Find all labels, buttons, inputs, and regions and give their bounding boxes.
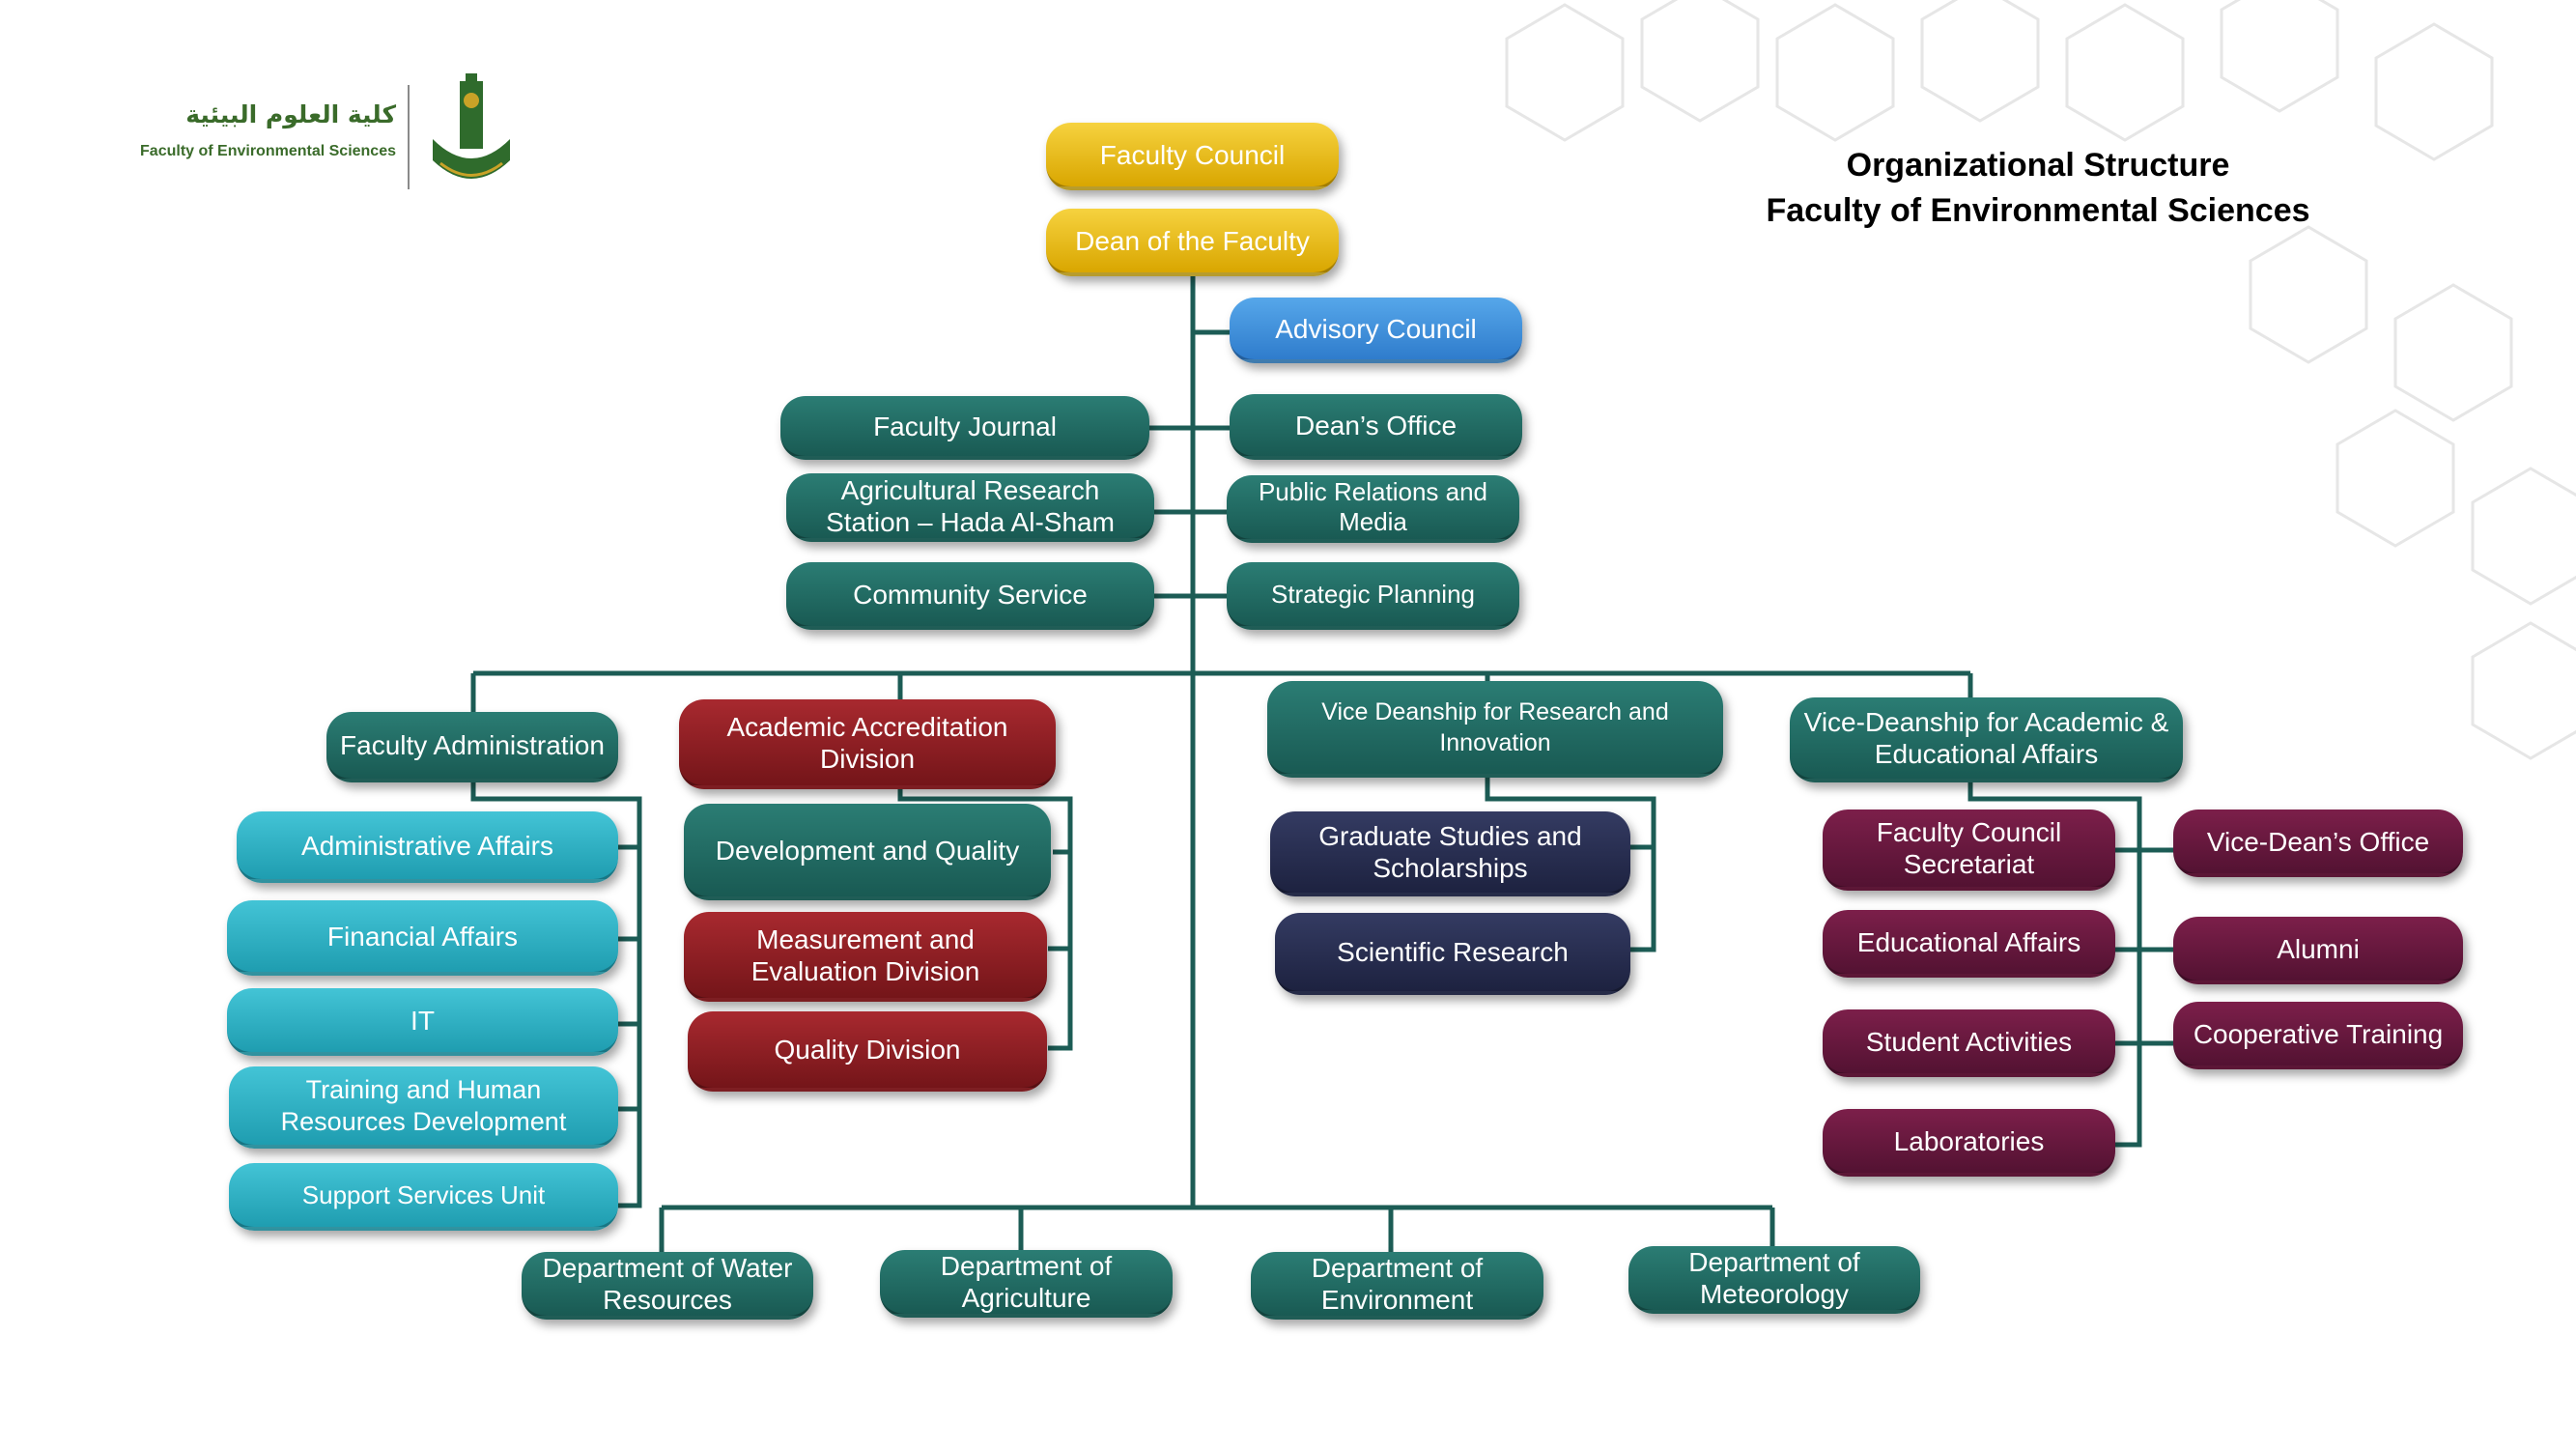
educational-affairs-box[interactable]: Educational Affairs	[1823, 910, 2115, 978]
dean-box[interactable]: Dean of the Faculty	[1046, 209, 1339, 276]
vice-deanship-academic-box[interactable]: Vice-Deanship for Academic & Educational…	[1790, 697, 2183, 782]
financial-affairs-box[interactable]: Financial Affairs	[227, 900, 618, 976]
faculty-council-box[interactable]: Faculty Council	[1046, 123, 1339, 190]
alumni-box[interactable]: Alumni	[2173, 917, 2463, 984]
dept-meteorology-box[interactable]: Department of Meteorology	[1628, 1246, 1920, 1314]
quality-division-box[interactable]: Quality Division	[688, 1011, 1047, 1092]
advisory-council-box[interactable]: Advisory Council	[1230, 298, 1522, 363]
connector-lines	[470, 275, 2173, 1254]
dept-agriculture-box[interactable]: Department of Agriculture	[880, 1250, 1173, 1318]
training-hr-box[interactable]: Training and Human Resources Development	[229, 1066, 618, 1149]
faculty-administration-box[interactable]: Faculty Administration	[326, 712, 618, 782]
page-title: Organizational Structure Faculty of Envi…	[1700, 143, 2376, 234]
it-box[interactable]: IT	[227, 988, 618, 1056]
background-hexagon-pattern	[1505, 0, 2576, 760]
title-line-2: Faculty of Environmental Sciences	[1766, 192, 2310, 229]
support-services-box[interactable]: Support Services Unit	[229, 1163, 618, 1231]
development-quality-box[interactable]: Development and Quality	[684, 804, 1051, 900]
logo-divider	[408, 85, 410, 189]
title-line-1: Organizational Structure	[1846, 147, 2230, 184]
student-activities-box[interactable]: Student Activities	[1823, 1009, 2115, 1077]
council-secretariat-box[interactable]: Faculty Council Secretariat	[1823, 810, 2115, 891]
laboratories-box[interactable]: Laboratories	[1823, 1109, 2115, 1177]
vice-deans-office-box[interactable]: Vice-Dean’s Office	[2173, 810, 2463, 877]
faculty-journal-box[interactable]: Faculty Journal	[780, 396, 1149, 460]
research-station-box[interactable]: Agricultural Research Station – Hada Al-…	[786, 473, 1154, 542]
logo-english-name: Faculty of Environmental Sciences	[140, 143, 396, 159]
vice-deanship-research-box[interactable]: Vice Deanship for Research and Innovatio…	[1267, 681, 1723, 778]
strategic-planning-box[interactable]: Strategic Planning	[1227, 562, 1519, 630]
dept-water-resources-box[interactable]: Department of Water Resources	[522, 1252, 813, 1320]
dept-environment-box[interactable]: Department of Environment	[1251, 1252, 1543, 1320]
measurement-evaluation-box[interactable]: Measurement and Evaluation Division	[684, 912, 1047, 1002]
accreditation-division-box[interactable]: Academic Accreditation Division	[679, 699, 1056, 789]
public-relations-box[interactable]: Public Relations and Media	[1227, 475, 1519, 543]
faculty-logo: كلية العلوم البيئية Faculty of Environme…	[116, 71, 522, 207]
graduate-studies-box[interactable]: Graduate Studies and Scholarships	[1270, 811, 1630, 896]
logo-arabic-name: كلية العلوم البيئية	[185, 100, 396, 128]
deans-office-box[interactable]: Dean’s Office	[1230, 394, 1522, 460]
university-emblem-icon	[433, 73, 510, 179]
scientific-research-box[interactable]: Scientific Research	[1275, 913, 1630, 995]
administrative-affairs-box[interactable]: Administrative Affairs	[237, 811, 618, 883]
cooperative-training-box[interactable]: Cooperative Training	[2173, 1002, 2463, 1069]
community-service-box[interactable]: Community Service	[786, 562, 1154, 630]
